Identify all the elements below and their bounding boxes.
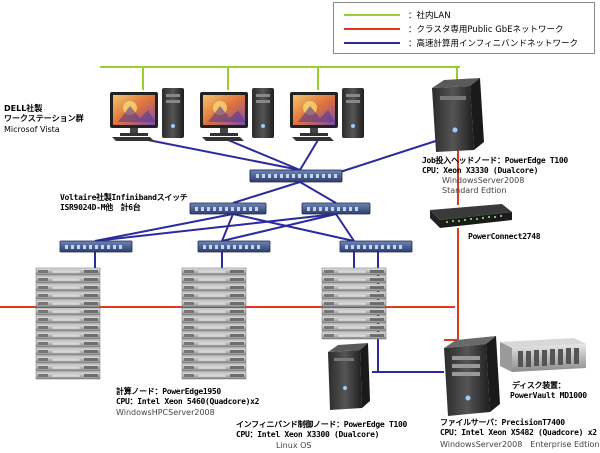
head-node-title: Job投入ヘッドノード：PowerEdge T100 xyxy=(422,156,568,165)
head-node-os-1: WindowsServer2008 xyxy=(442,176,525,185)
legend-label-infiniband: ：高速計算用インフィニバンドネットワーク xyxy=(408,39,579,49)
compute-nodes-title: 計算ノード：PowerEdge1950 xyxy=(116,387,221,396)
legend-label-lan: ：社内LAN xyxy=(408,11,451,21)
ib-switch-top-extension xyxy=(249,169,343,183)
compute-nodes-os: WindowsHPCServer2008 xyxy=(116,408,215,417)
legend-swatch-lan xyxy=(344,14,400,16)
file-server-tower xyxy=(444,336,500,416)
workstations-subtitle: ワークステーション群 xyxy=(4,114,84,123)
compute-nodes-cpu: CPU：Intel Xeon 5460(Quadcore)x2 xyxy=(116,397,260,406)
lan-lines xyxy=(100,66,460,90)
file-server-cpu: CPU：Intel Xeon X5482 (Quadcore) x2 xyxy=(440,428,597,437)
ib-switch-mid-2 xyxy=(301,202,371,215)
legend-swatch-gbe xyxy=(344,28,400,30)
disk-array xyxy=(500,338,586,372)
workstation-1 xyxy=(110,88,184,141)
gbe-switch xyxy=(430,204,512,228)
compute-rack-1 xyxy=(35,267,101,380)
disk-title: ディスク装置： xyxy=(512,381,566,390)
ib-control-node-tower xyxy=(328,343,370,410)
ib-control-os: Linux OS xyxy=(276,441,312,450)
head-node-cpu: CPU：Xeon X3330 (Dualcore) xyxy=(422,166,539,175)
workstations-os: Microsof Vista xyxy=(4,125,60,134)
legend-swatch-infiniband xyxy=(344,42,400,44)
compute-rack-3 xyxy=(321,267,387,340)
ib-control-cpu: CPU：Intel Xeon X3300 (Dualcore) xyxy=(236,430,380,439)
disk-model: PowerVault MD1000 xyxy=(510,391,587,400)
file-server-os: WindowsServer2008 Enterprise Edtion xyxy=(440,440,600,449)
workstations-title: DELL社製 xyxy=(4,104,43,113)
legend-label-gbe: ：クラスタ専用Public GbEネットワーク xyxy=(408,25,564,35)
ib-switch-low-3 xyxy=(339,240,413,253)
ib-switch-low-1 xyxy=(59,240,133,253)
ib-switch-title: Voltaire社製Infinibandスイッチ xyxy=(60,193,188,202)
file-server-title: ファイルサーバ：PrecisionT7400 xyxy=(440,418,565,427)
workstation-3 xyxy=(290,88,364,141)
ib-control-title: インフィニバンド制御ノード：PowerEdge T100 xyxy=(236,420,408,429)
ib-switch-model: ISR9024D-M他 計6台 xyxy=(60,203,141,212)
ib-switch-mid-1 xyxy=(189,202,267,215)
workstation-2 xyxy=(200,88,274,141)
legend: ：社内LAN ：クラスタ専用Public GbEネットワーク ：高速計算用インフ… xyxy=(333,2,595,54)
gbe-switch-label: PowerConnect2748 xyxy=(468,232,541,241)
head-node-tower xyxy=(432,78,484,152)
ib-switch-low-2 xyxy=(197,240,271,253)
head-node-os-2: Standard Edtion xyxy=(442,186,507,195)
infiniband-lines xyxy=(94,137,446,373)
compute-rack-2 xyxy=(181,267,247,380)
